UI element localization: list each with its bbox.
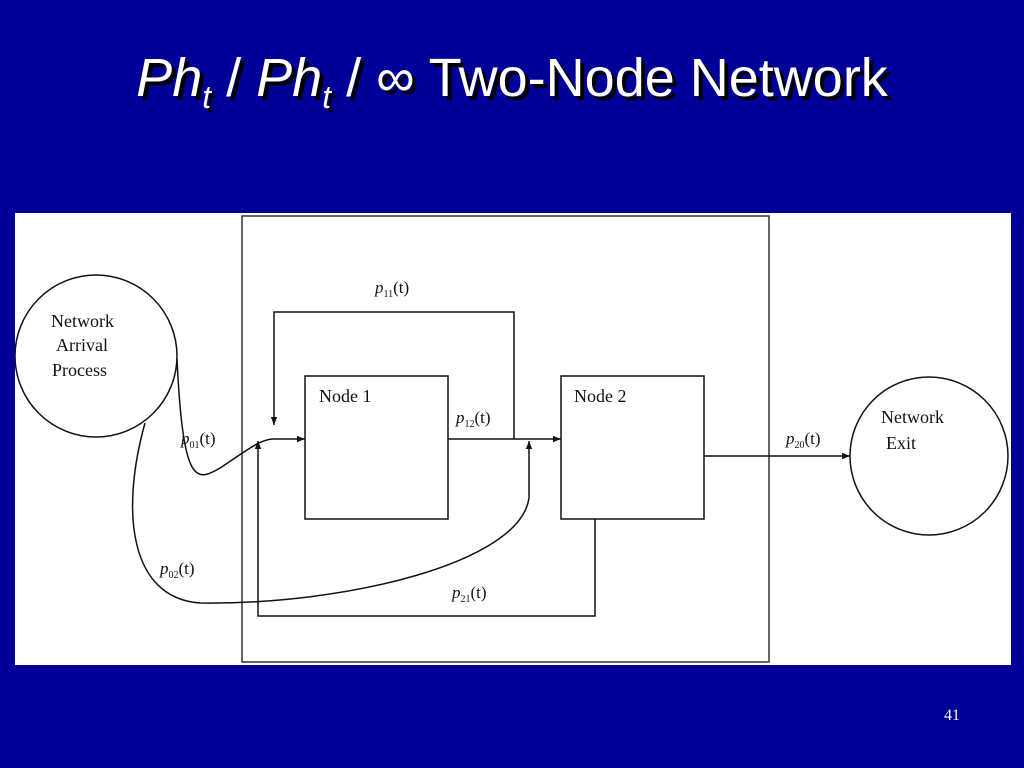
arrival-label-3: Process: [52, 360, 107, 380]
arrival-label-1: Network: [51, 311, 114, 331]
title-text: Two-Node Network: [428, 48, 888, 108]
edge-p21-path: [254, 441, 596, 617]
node-2-label: Node 2: [574, 386, 627, 406]
diagram-canvas: Network Arrival Process Network Exit Nod…: [15, 213, 1011, 665]
slide-number: 41: [944, 707, 960, 724]
title-ph-2: Ph: [256, 48, 323, 108]
label-p21: p21(t): [451, 583, 487, 605]
label-p01: p01(t): [180, 429, 216, 451]
label-p12: p12(t): [455, 408, 491, 430]
title-separator-1: /: [211, 48, 257, 108]
network-exit-circle: [849, 376, 1009, 536]
exit-label-1: Network: [881, 407, 944, 427]
title-sub-2: t: [322, 79, 332, 115]
node-1-box: [304, 375, 449, 520]
exit-label-2: Exit: [886, 433, 916, 453]
title-separator-2: / ∞: [331, 48, 429, 108]
network-diagram: Network Arrival Process Network Exit Nod…: [15, 213, 1011, 665]
edge-p11-loop: [270, 311, 515, 439]
label-p20: p20(t): [785, 429, 821, 451]
slide-title: Pht / Pht / ∞ Two-Node Network: [0, 46, 1024, 113]
edge-p02-curve: [131, 422, 533, 604]
node-1-label: Node 1: [319, 386, 372, 406]
arrival-label-2: Arrival: [56, 335, 108, 355]
title-ph-1: Ph: [136, 48, 203, 108]
title-sub-1: t: [202, 79, 212, 115]
network-boundary: [241, 215, 770, 663]
node-2-box: [560, 375, 705, 520]
label-p11: p11(t): [374, 278, 409, 300]
label-p02: p02(t): [159, 559, 195, 581]
arrival-process-circle: [15, 274, 178, 438]
